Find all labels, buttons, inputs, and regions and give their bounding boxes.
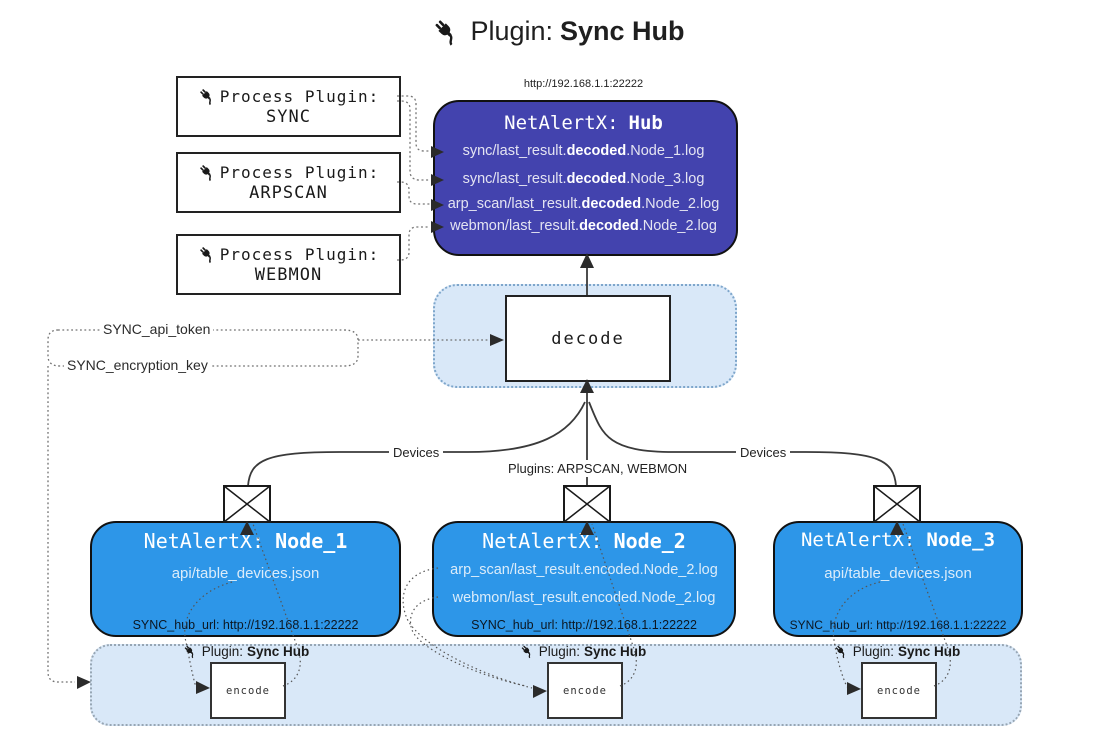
process-plugin-arpscan: Process Plugin: ARPSCAN: [176, 152, 401, 213]
setting-sync-encryption-key: SYNC_encryption_key: [64, 357, 211, 373]
envelope-icon: [563, 485, 611, 523]
plug-icon: [432, 17, 462, 47]
envelope-icon: [873, 485, 921, 523]
hub-url: http://192.168.1.1:22222: [523, 78, 644, 90]
node-1-footer: SYNC_hub_url: http://192.168.1.1:22222: [132, 618, 359, 632]
encoder-3-label: Plugin:Sync Hub: [817, 644, 977, 659]
decode-box: decode: [505, 295, 671, 382]
process-plugin-sync: Process Plugin: SYNC: [176, 76, 401, 137]
node-2-footer: SYNC_hub_url: http://192.168.1.1:22222: [471, 618, 697, 632]
hub-title-prefix: NetAlertX:: [504, 112, 619, 134]
setting-sync-api-token: SYNC_api_token: [100, 321, 214, 337]
title-name: Sync Hub: [560, 16, 685, 46]
hub-log-line: webmon/last_result.decoded.Node_2.log: [450, 218, 717, 234]
node-1-box: [90, 521, 401, 637]
node-2-title: NetAlertX:Node_2: [482, 529, 686, 553]
hub-log-line: arp_scan/last_result.decoded.Node_2.log: [447, 196, 720, 212]
node-1-line: api/table_devices.json: [171, 565, 320, 582]
node-2-line: arp_scan/last_result.encoded.Node_2.log: [450, 562, 718, 578]
encoder-1-box: encode: [210, 662, 286, 719]
process-plugin-name: ARPSCAN: [249, 182, 328, 203]
node-3-title: NetAlertX:Node_3: [800, 529, 996, 551]
node-3-line: api/table_devices.json: [824, 565, 972, 582]
hub-title: NetAlertX: Hub: [433, 112, 734, 134]
process-plugin-label: Process Plugin:: [219, 244, 380, 264]
node-1-title: NetAlertX:Node_1: [143, 529, 348, 553]
process-plugin-name: WEBMON: [254, 264, 323, 285]
title-text: Plugin:Sync Hub: [470, 16, 684, 47]
plug-icon: [198, 87, 217, 106]
hub-log-line: sync/last_result.decoded.Node_1.log: [462, 143, 705, 159]
process-to-hub-connectors: [397, 95, 430, 261]
process-plugin-webmon: Process Plugin: WEBMON: [176, 234, 401, 295]
plug-icon: [183, 644, 198, 659]
title-prefix: Plugin:: [470, 16, 554, 46]
plug-icon: [198, 245, 217, 264]
process-plugin-label: Process Plugin:: [219, 162, 380, 182]
plug-icon: [198, 163, 217, 182]
node-2-line: webmon/last_result.encoded.Node_2.log: [452, 590, 716, 606]
page-title: Plugin:Sync Hub: [0, 16, 1117, 47]
edge-label-devices-right: Devices: [736, 444, 791, 461]
process-plugin-label: Process Plugin:: [219, 86, 380, 106]
plug-icon: [520, 644, 535, 659]
envelope-icon: [223, 485, 271, 523]
edge-label-devices-left: Devices: [389, 444, 444, 461]
encoder-3-box: encode: [861, 662, 937, 719]
node-3-footer: SYNC_hub_url: http://192.168.1.1:22222: [789, 618, 1007, 632]
hub-log-line: sync/last_result.decoded.Node_3.log: [462, 171, 705, 187]
hub-box: [433, 100, 738, 256]
edge-label-plugins: Plugins: ARPSCAN, WEBMON: [504, 460, 692, 477]
node-3-box: [773, 521, 1023, 637]
hub-title-name: Hub: [628, 112, 663, 134]
plug-icon: [834, 644, 849, 659]
process-plugin-name: SYNC: [266, 106, 311, 127]
encoder-2-label: Plugin:Sync Hub: [503, 644, 663, 659]
encoder-1-label: Plugin:Sync Hub: [166, 644, 326, 659]
encoder-2-box: encode: [547, 662, 623, 719]
